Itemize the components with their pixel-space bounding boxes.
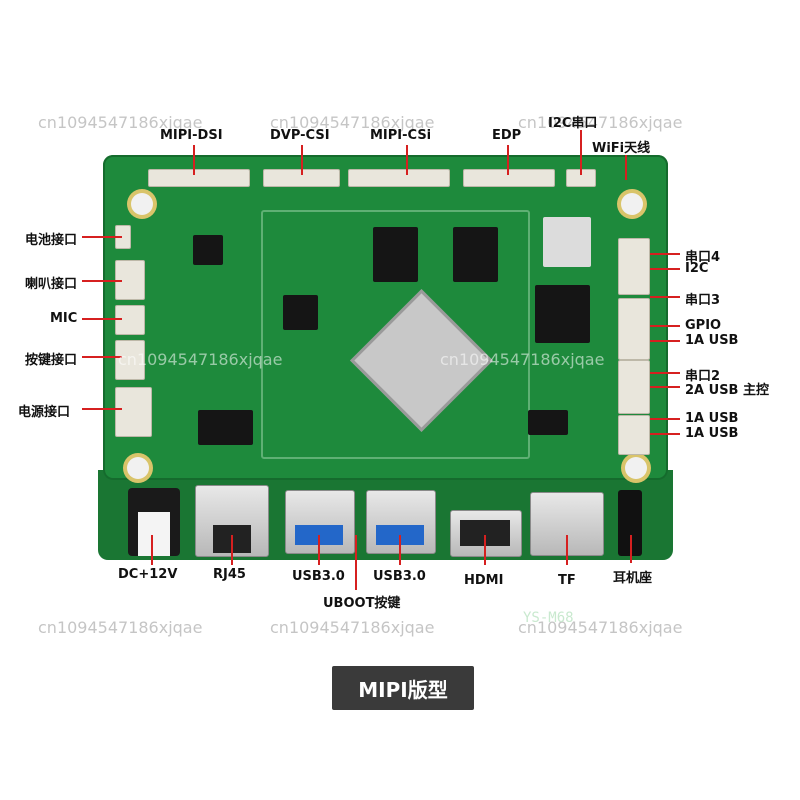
pointer-line	[301, 145, 303, 175]
label-mic: MIC	[50, 311, 78, 326]
label-uboot-button: UBOOT按键	[323, 596, 401, 611]
pointer-line	[650, 268, 680, 270]
ic-chip	[528, 410, 568, 435]
pointer-line	[650, 296, 680, 298]
rj45-port	[195, 485, 269, 557]
label-i2c-uart: I2C串口	[548, 116, 598, 131]
pointer-line	[193, 145, 195, 175]
power-connector	[115, 387, 152, 437]
label-power: 电源接口	[18, 405, 71, 420]
memory-chip	[453, 227, 498, 282]
uart3-header	[618, 298, 650, 360]
label-uart4: 串口4	[685, 250, 721, 265]
pointer-line	[399, 535, 401, 565]
board-model: YS-M68	[523, 610, 574, 626]
label-usb-1a: 1A USB	[685, 426, 739, 441]
pointer-line	[566, 535, 568, 565]
pointer-line	[406, 145, 408, 175]
emmc-chip	[535, 285, 590, 343]
pointer-line	[507, 145, 509, 175]
watermark: cn1094547186xjqae	[270, 113, 435, 132]
pointer-line	[82, 356, 122, 358]
pointer-line	[151, 535, 153, 565]
label-edp: EDP	[492, 128, 522, 143]
pointer-line	[355, 535, 357, 590]
label-uart3: 串口3	[685, 293, 721, 308]
label-uart2: 串口2	[685, 369, 721, 384]
pointer-line	[650, 325, 680, 327]
mount-hole	[621, 193, 643, 215]
label-dc-12v: DC+12V	[118, 567, 178, 582]
uart4-header	[618, 238, 650, 295]
label-battery: 电池接口	[25, 233, 78, 248]
edp-connector	[463, 169, 555, 187]
board-variant-badge: MIPI版型	[332, 666, 474, 710]
dc-jack-inner	[138, 512, 170, 556]
label-speaker: 喇叭接口	[25, 277, 78, 292]
watermark: cn1094547186xjqae	[270, 618, 435, 637]
pointer-line	[318, 535, 320, 565]
pointer-line	[484, 535, 486, 565]
pointer-line	[650, 418, 680, 420]
pcb-board: YS-M68	[103, 155, 668, 626]
label-mipi-dsi: MIPI-DSI	[160, 128, 223, 143]
watermark: cn1094547186xjqae	[440, 350, 605, 369]
label-wifi-antenna: WiFi天线	[592, 141, 651, 156]
label-hdmi: HDMI	[464, 573, 504, 588]
mount-hole	[625, 457, 647, 479]
uart2-header	[618, 360, 650, 414]
pointer-line	[82, 318, 122, 320]
pointer-line	[650, 372, 680, 374]
label-rj45: RJ45	[213, 567, 246, 582]
pointer-line	[650, 340, 680, 342]
label-keys: 按键接口	[25, 353, 78, 368]
pointer-line	[650, 433, 680, 435]
mipi-csi-connector	[348, 169, 450, 187]
pointer-line	[82, 280, 122, 282]
core-module	[261, 210, 530, 459]
pointer-line	[231, 535, 233, 565]
ic-chip	[198, 410, 253, 445]
pointer-line	[625, 155, 627, 180]
label-usb-1a: 1A USB	[685, 411, 739, 426]
ic-chip	[283, 295, 318, 330]
mount-hole	[127, 457, 149, 479]
label-usb-1a: 1A USB	[685, 333, 739, 348]
mount-hole	[131, 193, 153, 215]
wifi-module	[543, 217, 591, 267]
label-mipi-csi: MIPI-CSi	[370, 128, 432, 143]
pointer-line	[650, 386, 680, 388]
key-connector	[115, 340, 145, 380]
label-headphone-jack: 耳机座	[613, 571, 653, 586]
watermark: cn1094547186xjqae	[38, 113, 203, 132]
mic-connector	[115, 305, 145, 335]
label-dvp-csi: DVP-CSI	[270, 128, 330, 143]
label-gpio: GPIO	[685, 318, 722, 333]
usb-header	[618, 415, 650, 455]
label-tf: TF	[558, 573, 576, 588]
mipi-dsi-connector	[148, 169, 250, 187]
label-usb3-2: USB3.0	[373, 569, 426, 584]
label-usb3-1: USB3.0	[292, 569, 345, 584]
watermark: cn1094547186xjqae	[118, 350, 283, 369]
label-i2c: I2C	[685, 261, 709, 276]
pointer-line	[650, 253, 680, 255]
pointer-line	[580, 130, 582, 175]
pointer-line	[82, 408, 122, 410]
watermark: cn1094547186xjqae	[518, 618, 683, 637]
pointer-line	[82, 236, 122, 238]
pmic-chip	[193, 235, 223, 265]
watermark: cn1094547186xjqae	[38, 618, 203, 637]
pointer-line	[630, 535, 632, 563]
label-usb-2a-host: 2A USB 主控	[685, 383, 769, 398]
watermark: cn1094547186xjqae	[518, 113, 683, 132]
memory-chip	[373, 227, 418, 282]
